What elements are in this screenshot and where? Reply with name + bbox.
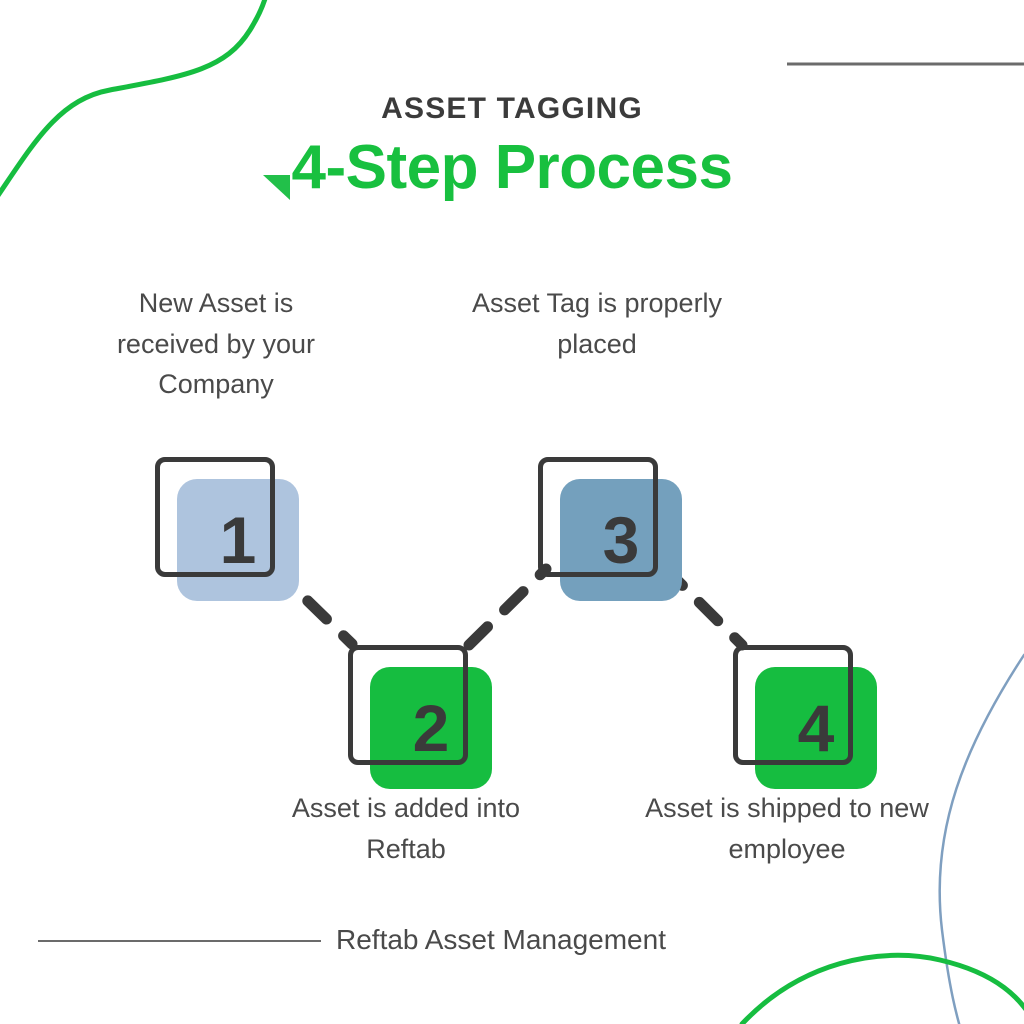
footer-brand: Reftab Asset Management (336, 924, 666, 955)
step-3-number: 3 (602, 503, 640, 577)
step-3-box[interactable]: 3 (538, 457, 682, 601)
decor-curve-bottom-right-blue (938, 653, 1024, 1024)
step-2-caption: Asset is added into Reftab (291, 793, 521, 864)
step-2-outline (348, 645, 468, 765)
step-3-fill (560, 479, 682, 601)
eyebrow-title: ASSET TAGGING (381, 92, 643, 125)
step-1-caption: New Asset is received by your Company (116, 288, 316, 399)
step-1-outline (155, 457, 275, 577)
step-3-outline (538, 457, 658, 577)
header: ASSET TAGGING 4-Step Process (0, 92, 1024, 200)
step-2-fill (370, 667, 492, 789)
footer: Reftab Asset Management (0, 918, 1024, 964)
step-4-fill (755, 667, 877, 789)
connector-2-to-3 (463, 563, 552, 651)
decor-curve-bottom-right-green (739, 952, 1024, 1024)
step-1-fill (177, 479, 299, 601)
step-4-caption: Asset is shipped to new employee (645, 793, 929, 864)
step-1-number: 1 (219, 503, 257, 577)
step-3-caption: Asset Tag is properly placed (471, 288, 723, 359)
step-4-box[interactable]: 4 (733, 645, 877, 789)
step-4-number: 4 (797, 691, 835, 765)
step-2-box[interactable]: 2 (348, 645, 492, 789)
footer-divider (38, 940, 321, 942)
step-1-box[interactable]: 1 (155, 457, 299, 601)
page-title: 4-Step Process (291, 133, 734, 202)
step-4-outline (733, 645, 853, 765)
step-2-number: 2 (412, 691, 450, 765)
